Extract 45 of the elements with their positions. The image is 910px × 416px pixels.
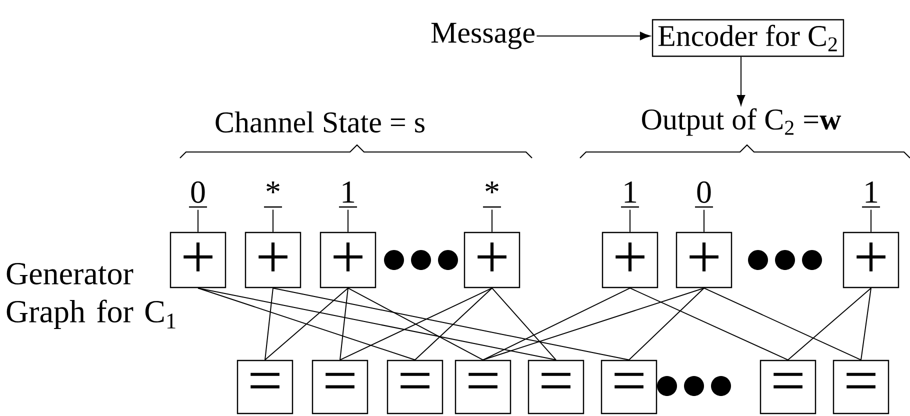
input-stub xyxy=(272,209,274,232)
graph-edge xyxy=(414,288,492,360)
graph-edge xyxy=(628,288,704,360)
variable-node-box: = xyxy=(386,360,444,414)
check-node-box: + xyxy=(676,232,732,288)
state-value: * xyxy=(486,182,498,194)
graph-edge xyxy=(198,288,556,360)
state-value: 1 xyxy=(342,181,354,203)
graph-edge xyxy=(198,288,416,360)
graph-edge xyxy=(264,288,274,360)
arrow xyxy=(736,56,746,106)
variable-node-box: = xyxy=(600,360,658,414)
check-node-box: + xyxy=(170,232,226,288)
heading: Channel State = s xyxy=(216,111,424,133)
state-value: 0 xyxy=(191,181,205,203)
check-node-box: + xyxy=(320,232,376,288)
arrow xyxy=(536,32,650,40)
variable-node-box: = xyxy=(760,360,816,414)
check-node-box: + xyxy=(842,232,900,288)
variable-node-box: = xyxy=(528,360,584,414)
variable-node-box: = xyxy=(454,360,512,414)
state-value: * xyxy=(266,182,280,194)
graph-edge xyxy=(630,288,788,360)
input-stub xyxy=(870,209,872,232)
graph-edge xyxy=(788,288,872,360)
state-value: 1 xyxy=(624,181,636,203)
graph-edge xyxy=(492,288,556,360)
output-heading: Output of C$_{2}$ =w xyxy=(642,108,842,136)
message-label: Message xyxy=(431,22,534,50)
graph-edge xyxy=(860,288,872,360)
check-node-box: + xyxy=(602,232,658,288)
variable-node-box: = xyxy=(312,360,368,414)
graph-edge xyxy=(482,288,704,360)
graph-edge xyxy=(264,288,348,360)
graph-edge xyxy=(704,288,862,360)
variable-node-box: = xyxy=(236,360,294,414)
variable-node-box: = xyxy=(832,360,890,414)
graph-edge xyxy=(272,288,630,360)
encoder-box: Encoder for C$_{2}$ xyxy=(652,19,844,57)
state-value: 0 xyxy=(697,181,711,203)
graph-edge xyxy=(340,288,348,360)
state-value: 1 xyxy=(866,181,878,203)
check-node-box: + xyxy=(464,232,520,288)
graph-edge xyxy=(482,288,630,360)
check-node-box: + xyxy=(244,232,302,288)
